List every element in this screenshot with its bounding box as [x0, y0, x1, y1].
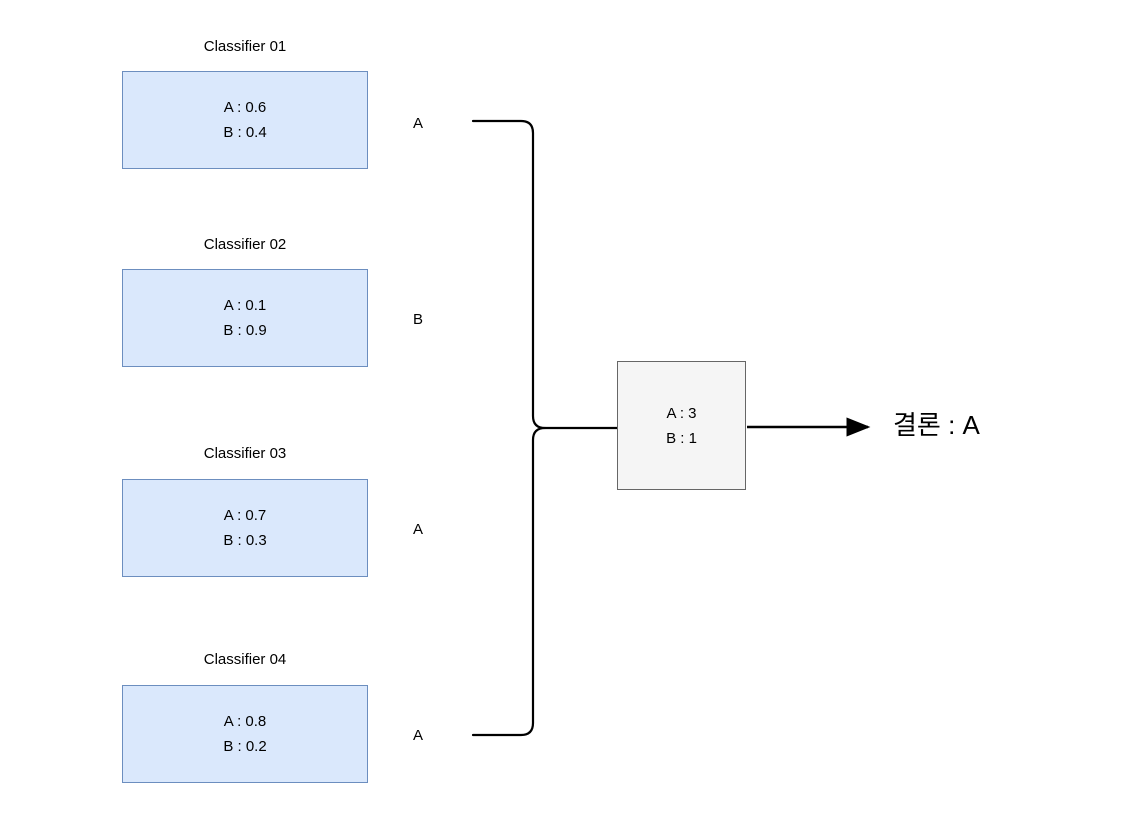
classifier-03-score-b: B : 0.3: [223, 532, 267, 549]
classifier-03-box[interactable]: A : 0.7 B : 0.3: [122, 479, 368, 577]
classifier-02-score-a: A : 0.1: [223, 297, 267, 314]
classifier-01-scores: A : 0.6 B : 0.4: [123, 95, 367, 145]
classifier-02-score-b: B : 0.9: [223, 322, 267, 339]
classifier-02-scores: A : 0.1 B : 0.9: [123, 293, 367, 343]
classifier-01-score-b: B : 0.4: [223, 124, 267, 141]
classifier-01-box[interactable]: A : 0.6 B : 0.4: [122, 71, 368, 169]
classifier-04-box[interactable]: A : 0.8 B : 0.2: [122, 685, 368, 783]
classifier-03-score-a: A : 0.7: [223, 507, 267, 524]
classifier-03-scores: A : 0.7 B : 0.3: [123, 503, 367, 553]
classifier-04-vote-label: A: [413, 727, 424, 744]
classifier-04-score-b: B : 0.2: [223, 738, 267, 755]
classifier-04-score-a: A : 0.8: [223, 713, 267, 730]
classifier-01-title: Classifier 01: [203, 38, 287, 55]
aggregate-vote-box[interactable]: A : 3 B : 1: [617, 361, 746, 490]
classifier-01-vote-label: A: [413, 115, 424, 132]
conclusion-label: 결론 : A: [893, 410, 980, 440]
brace-connector: [471, 119, 547, 737]
aggregate-counts: A : 3 B : 1: [618, 401, 745, 451]
classifier-04-title: Classifier 04: [203, 651, 287, 668]
aggregate-count-a: A : 3: [666, 404, 697, 422]
classifier-02-box[interactable]: A : 0.1 B : 0.9: [122, 269, 368, 367]
classifier-03-title: Classifier 03: [203, 445, 287, 462]
classifier-04-scores: A : 0.8 B : 0.2: [123, 709, 367, 759]
classifier-01-score-a: A : 0.6: [223, 99, 267, 116]
classifier-02-vote-label: B: [413, 311, 424, 328]
aggregate-count-b: B : 1: [666, 429, 697, 447]
classifier-02-title: Classifier 02: [203, 236, 287, 253]
classifier-03-vote-label: A: [413, 521, 424, 538]
